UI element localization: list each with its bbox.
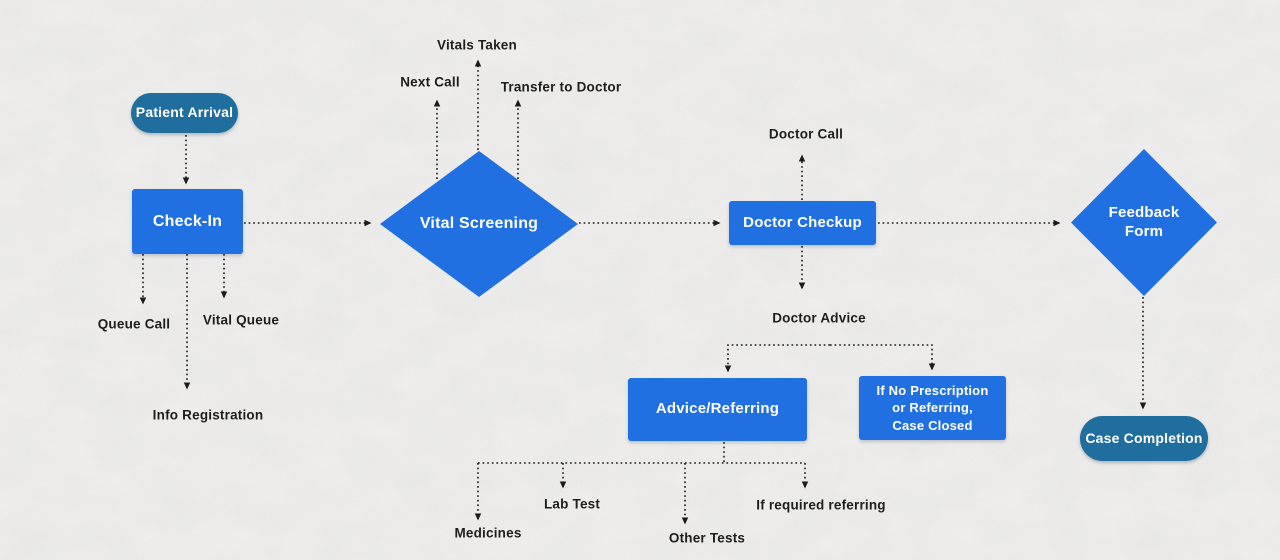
label-vitals-taken: Vitals Taken — [437, 37, 517, 53]
node-advice-referring: Advice/Referring — [628, 378, 807, 441]
node-case-closed: If No Prescription or Referring, Case Cl… — [859, 376, 1006, 440]
label-info-registration: Info Registration — [152, 407, 264, 423]
node-feedback-form-label: Feedback Form — [1108, 203, 1180, 240]
label-vital-queue: Vital Queue — [202, 312, 280, 328]
node-case-closed-label: If No Prescription or Referring, Case Cl… — [876, 382, 989, 433]
label-doctor-advice: Doctor Advice — [772, 310, 866, 326]
node-case-completion: Case Completion — [1080, 416, 1208, 461]
label-medicines: Medicines — [454, 525, 522, 541]
node-doctor-checkup: Doctor Checkup — [729, 201, 876, 245]
label-lab-test: Lab Test — [543, 496, 601, 512]
label-doctor-call: Doctor Call — [768, 126, 844, 142]
label-queue-call: Queue Call — [97, 316, 171, 332]
label-transfer-to-doctor: Transfer to Doctor — [500, 79, 622, 95]
node-patient-arrival: Patient Arrival — [131, 93, 238, 133]
label-if-required-referring: If required referring — [756, 497, 886, 513]
node-check-in: Check-In — [132, 189, 243, 254]
label-next-call: Next Call — [400, 74, 460, 90]
label-other-tests: Other Tests — [668, 530, 746, 546]
